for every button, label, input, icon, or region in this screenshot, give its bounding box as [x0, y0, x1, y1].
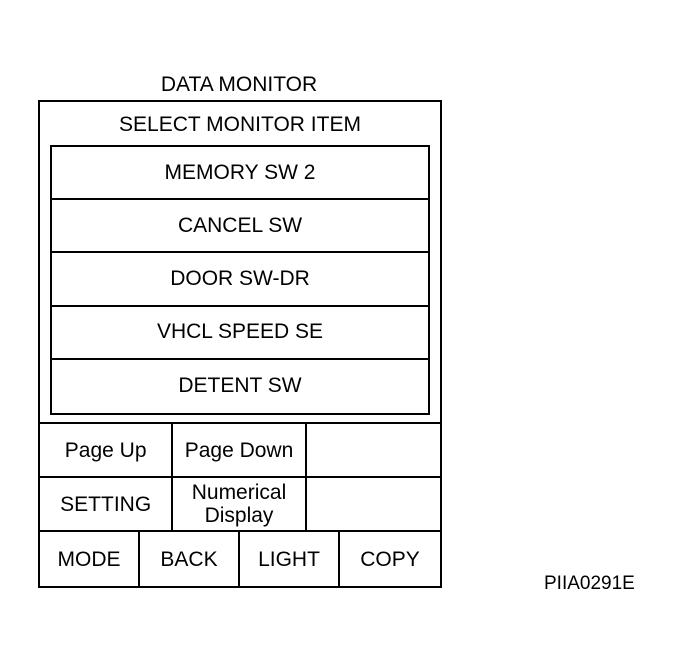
monitor-item-memory-sw-2[interactable]: MEMORY SW 2 — [52, 147, 428, 201]
monitor-screen: SELECT MONITOR ITEM MEMORY SW 2 CANCEL S… — [38, 100, 442, 588]
page-down-button[interactable]: Page Down — [173, 424, 307, 476]
button-row-settings: SETTING Numerical Display — [40, 478, 440, 532]
figure-code: PIIA0291E — [544, 573, 635, 594]
button-row-paging: Page Up Page Down — [40, 424, 440, 478]
light-button[interactable]: LIGHT — [240, 532, 340, 586]
page-up-button[interactable]: Page Up — [40, 424, 174, 476]
monitor-item-detent-sw[interactable]: DETENT SW — [178, 374, 302, 398]
back-button[interactable]: BACK — [140, 532, 240, 586]
mode-button[interactable]: MODE — [40, 532, 140, 586]
empty-button-slot — [307, 478, 440, 530]
empty-button-slot — [307, 424, 440, 476]
monitor-item-list: MEMORY SW 2 CANCEL SW DOOR SW-DR VHCL SP… — [50, 145, 430, 415]
monitor-item-door-sw-dr[interactable]: DOOR SW-DR — [52, 253, 428, 307]
button-row-functions: MODE BACK LIGHT COPY — [40, 532, 440, 586]
screen-title: DATA MONITOR — [160, 73, 318, 96]
setting-button[interactable]: SETTING — [40, 478, 174, 530]
numerical-display-label-line1: Numerical — [191, 481, 287, 504]
button-panel: Page Up Page Down SETTING Numerical Disp… — [40, 422, 440, 586]
monitor-item-vhcl-speed-se[interactable]: VHCL SPEED SE — [52, 307, 428, 360]
numerical-display-label-line2: Display — [204, 504, 274, 527]
numerical-display-button[interactable]: Numerical Display — [173, 478, 307, 530]
copy-button[interactable]: COPY — [360, 547, 420, 571]
select-monitor-header: SELECT MONITOR ITEM — [119, 113, 361, 136]
monitor-item-cancel-sw[interactable]: CANCEL SW — [52, 200, 428, 254]
